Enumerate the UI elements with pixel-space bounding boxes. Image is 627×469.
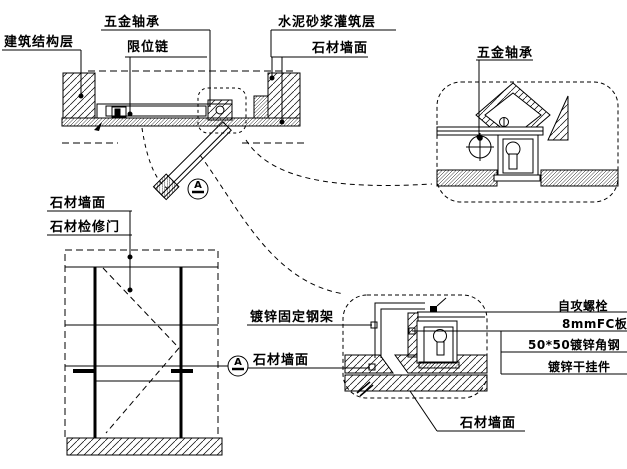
- hanger-assembly: [416, 297, 627, 369]
- label-stone-wall-mid: 石材墙面: [49, 195, 106, 211]
- label-fc-board: 8mmFC板: [562, 316, 627, 331]
- stone-ceiling-strip: [61, 117, 301, 127]
- leaf-corner-flag: [547, 95, 569, 141]
- door-elevation-view: A: [64, 249, 249, 456]
- stone-strip-right: [540, 169, 619, 187]
- label-limit-chain: 限位链: [127, 39, 169, 55]
- leader-curve-to-hinge-detail: [245, 139, 433, 186]
- section-marker-a-top: A: [187, 178, 209, 200]
- label-cement-mortar-grouting-layer: 水泥砂浆灌筑层: [278, 14, 376, 30]
- anchor-screw-symbol: [356, 381, 374, 397]
- label-stone-wall-section: 石材墙面: [252, 352, 309, 368]
- stone-band-lower: [344, 374, 488, 392]
- direction-arrow: [94, 122, 102, 131]
- door-swing-arc: [141, 127, 171, 191]
- keyhole-hanger-plate: [493, 117, 541, 182]
- label-hardware-bearing-right: 五金轴承: [477, 45, 533, 61]
- label-galvanized-steel-frame: 镀锌固定钢架: [250, 309, 334, 325]
- swing-direction-dashed: [102, 267, 180, 349]
- hanger-enlarged-detail: [342, 294, 627, 399]
- mortar-strip: [253, 95, 269, 119]
- label-galvanized-dry-hanger: 镀锌干挂件: [548, 359, 611, 374]
- door-leaf-closed: [96, 99, 233, 121]
- door-leaf-open: [152, 121, 232, 201]
- elevation-dashed-border: [64, 249, 219, 439]
- leader-stone-wall-bottom: [409, 390, 438, 432]
- section-marker-a-top-letter: A: [194, 180, 202, 191]
- pivot-hinge-mark-right: [171, 369, 193, 373]
- annotation-layer: [2, 29, 627, 432]
- label-stone-access-door: 石材检修门: [49, 219, 120, 235]
- steel-frame-inner: [380, 308, 425, 358]
- steel-frame-outer: [374, 302, 425, 358]
- section-view-a: A: [61, 70, 433, 295]
- swing-direction-dashed: [105, 347, 180, 434]
- label-layer: 建筑结构层 五金轴承 限位链 水泥砂浆灌筑层 石材墙面 五金轴承 石材墙面 石材…: [4, 14, 627, 431]
- label-building-structure-layer: 建筑结构层: [4, 34, 74, 50]
- label-self-tapping-bolt: 自攻螺栓: [558, 298, 608, 313]
- label-stone-wall-bottom: 石材墙面: [459, 415, 516, 431]
- floor-hatch-strip: [66, 437, 223, 456]
- hinge-enlarged-detail: [436, 81, 619, 203]
- section-marker-a-elevation-letter: A: [234, 357, 242, 368]
- leader-curve-to-hanger-detail: [199, 154, 345, 295]
- detail-cloud-border: [436, 81, 619, 203]
- section-marker-a-elevation: A: [227, 355, 249, 377]
- label-hardware-bearing-top: 五金轴承: [104, 14, 160, 30]
- hanger-base-plate: [418, 361, 460, 369]
- pivot-hinge-mark-left: [73, 369, 95, 373]
- hinge-callout-cloud: [197, 87, 247, 134]
- label-stone-wall-top: 石材墙面: [311, 40, 368, 56]
- label-galvanized-angle-steel: 50*50镀锌角钢: [528, 337, 620, 352]
- bolt-head: [430, 306, 437, 312]
- stone-strip-left: [436, 169, 498, 187]
